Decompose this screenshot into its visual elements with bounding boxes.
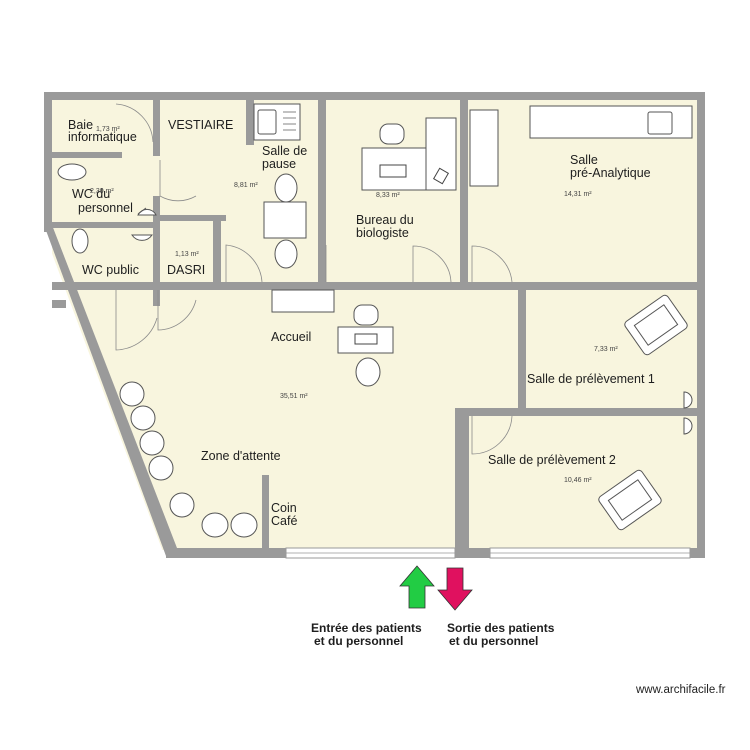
armchair-icon — [598, 469, 662, 531]
chair-icon — [201, 512, 229, 538]
room-bureau-area: 8,33 m² — [376, 192, 400, 199]
chair-icon — [169, 492, 195, 518]
room-wc-personnel-area: 2,30 m² — [90, 188, 114, 195]
room-pause-label: Salle de — [262, 144, 307, 158]
room-dasri-label: DASRI — [167, 263, 205, 277]
entrance-arrow — [399, 565, 435, 609]
reception-cabinet — [271, 289, 335, 313]
armchair-icon — [624, 294, 688, 356]
room-baie-label-2: informatique — [68, 130, 137, 144]
chair-icon — [379, 123, 405, 145]
room-baie-area: 1,73 m² — [96, 126, 120, 133]
table-icon — [263, 201, 307, 239]
room-preanalytique-label-2: pré-Analytique — [570, 166, 651, 180]
room-accueil-label: Accueil — [271, 330, 311, 344]
washbasin-icon — [131, 234, 153, 241]
washbasin-icon — [683, 391, 693, 409]
room-prelevement-2-label: Salle de prélèvement 2 — [488, 453, 616, 467]
desk-return — [425, 117, 457, 191]
chair-icon — [274, 239, 298, 269]
chair-icon — [139, 430, 165, 456]
room-wc-personnel-label-2: personnel — [78, 201, 133, 215]
washbasin-icon — [683, 417, 693, 435]
room-attente-label: Zone d'attente — [201, 449, 281, 463]
furniture — [57, 103, 693, 538]
room-wc-personnel-label: WC du — [72, 187, 110, 201]
chair-icon — [119, 381, 145, 407]
outer-walls — [44, 92, 705, 558]
storage-cabinet — [469, 109, 499, 187]
diagonal-wall — [44, 225, 177, 556]
interior-walls — [52, 100, 700, 548]
room-prelevement-2-area: 10,46 m² — [564, 477, 592, 484]
exit-label-2: et du personnel — [449, 634, 538, 648]
sink-icon — [257, 109, 277, 135]
room-preanalytique-area: 14,31 m² — [564, 191, 592, 198]
room-baie-label: Baie — [68, 118, 93, 132]
room-pause-label-2: pause — [262, 157, 296, 171]
room-pause-area: 8,81 m² — [234, 182, 258, 189]
toilet-icon — [57, 163, 87, 181]
chair-icon — [353, 304, 379, 326]
room-cafe-label: Coin — [271, 501, 297, 515]
chair-icon — [148, 455, 174, 481]
entrance-label: Entrée des patients — [311, 621, 422, 635]
room-preanalytique-label: Salle — [570, 153, 598, 167]
brand-watermark: www.archifacile.fr — [635, 684, 726, 696]
chair-icon — [355, 357, 381, 387]
room-bureau-label-2: biologiste — [356, 226, 409, 240]
room-cafe-label-2: Café — [271, 514, 297, 528]
room-bureau-label: Bureau du — [356, 213, 414, 227]
chair-icon — [274, 173, 298, 203]
room-vestiaire-label: VESTIAIRE — [168, 118, 233, 132]
exit-arrow — [437, 567, 473, 611]
outside-area — [0, 232, 166, 560]
toilet-icon — [71, 228, 89, 254]
room-prelevement-1-area: 7,33 m² — [594, 346, 618, 353]
entrance-label-2: et du personnel — [314, 634, 403, 648]
exit-label: Sortie des patients — [447, 621, 555, 635]
room-wc-public-label: WC public — [82, 263, 139, 277]
room-dasri-area: 1,13 m² — [175, 251, 199, 258]
chair-icon — [130, 405, 156, 431]
room-prelevement-1-label: Salle de prélèvement 1 — [527, 372, 655, 386]
chair-icon — [230, 512, 258, 538]
doors — [115, 103, 513, 455]
room-accueil-area: 35,51 m² — [280, 393, 308, 400]
room-labels: Baie informatique 1,73 m² VESTIAIRE Sall… — [68, 118, 655, 528]
sink-icon — [647, 111, 673, 135]
front-windows — [285, 547, 691, 559]
